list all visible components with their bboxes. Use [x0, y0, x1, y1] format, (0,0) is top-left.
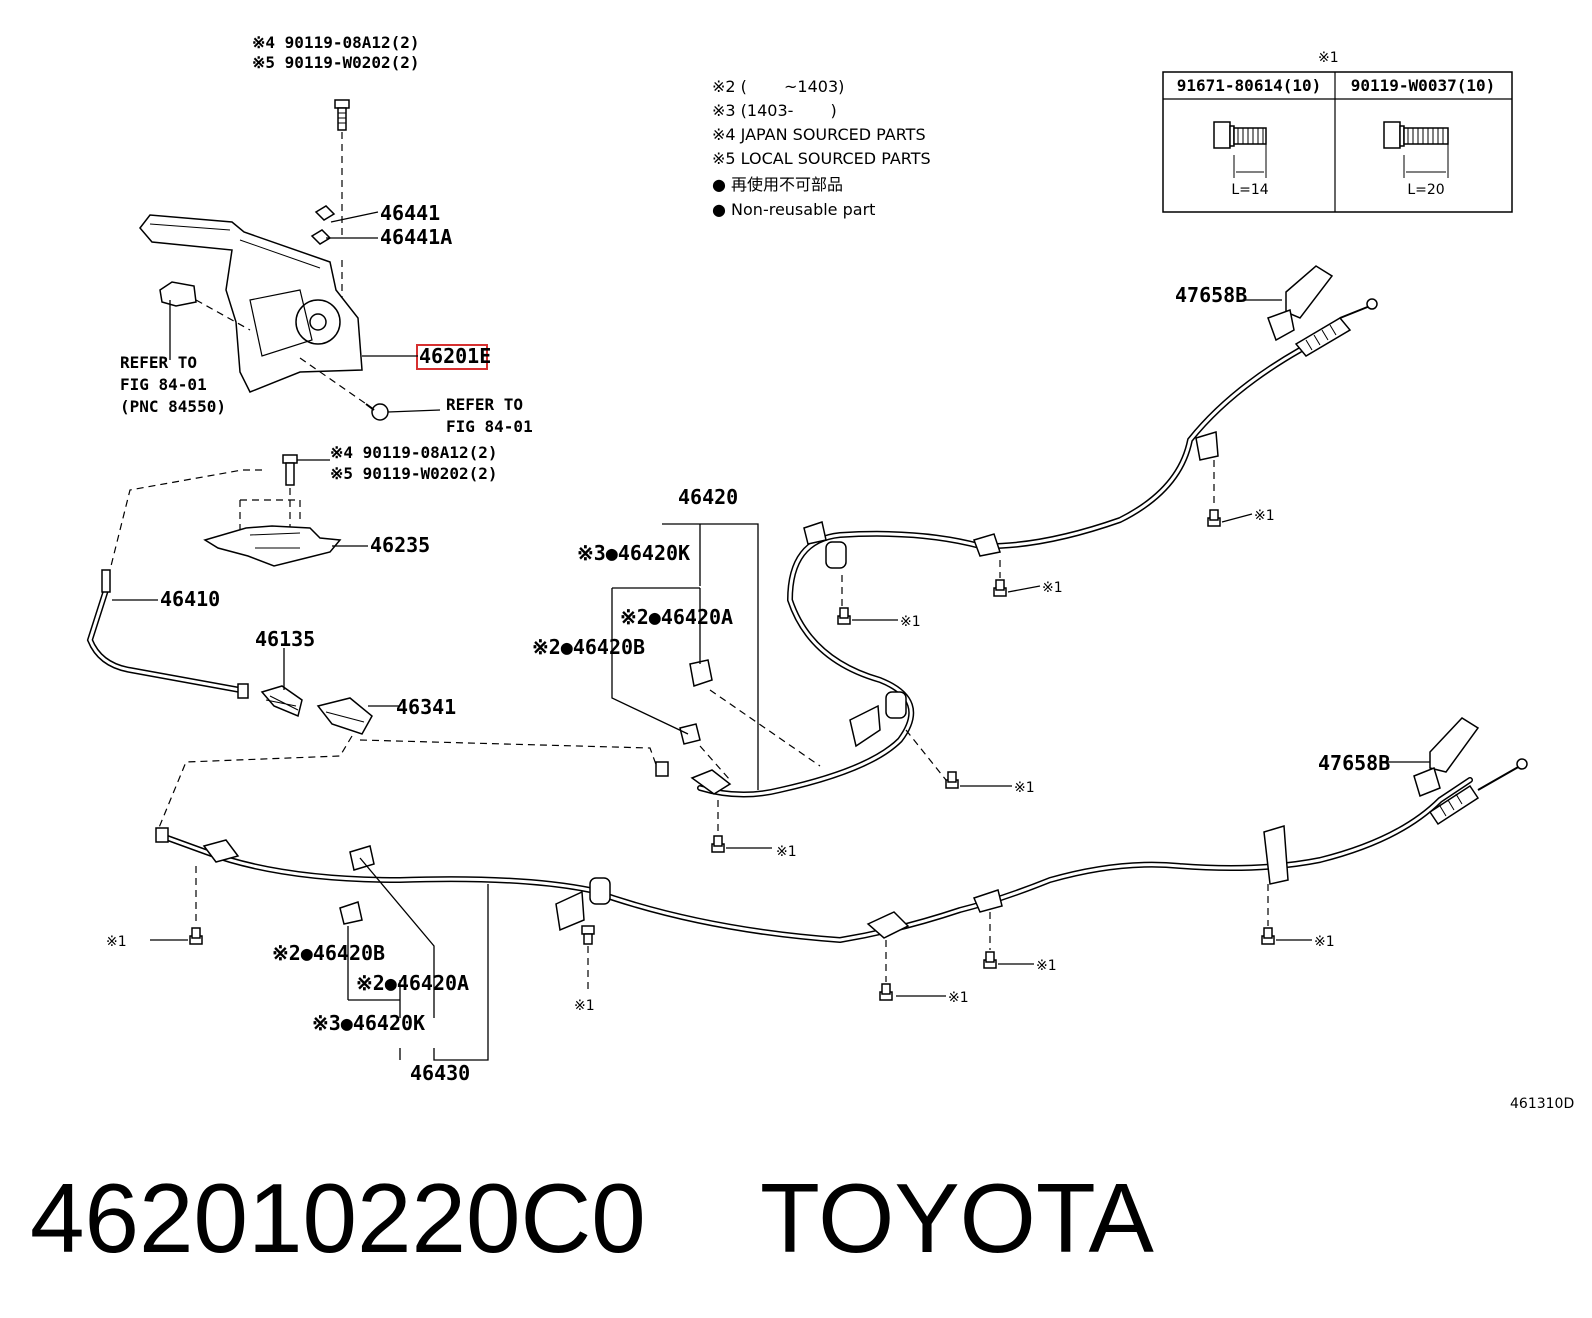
mark-b5: ※1: [1314, 934, 1335, 950]
mark-r1: ※1: [776, 844, 797, 860]
fastener-col2-length: L=20: [1407, 182, 1444, 198]
cable-shield-47658b-top: [1244, 265, 1334, 342]
label-46341: 46341: [396, 695, 456, 719]
rear-cable-46430: [155, 758, 1528, 944]
parking-brake-lever-assembly: [139, 99, 488, 421]
label-mid-bolt-5: ※5 90119-W0202(2): [330, 464, 498, 483]
mark-r5: ※1: [1014, 780, 1035, 796]
note-3: ※3 (1403- ): [712, 101, 837, 120]
label-top-bolt-5: ※5 90119-W0202(2): [252, 53, 420, 72]
mark-b3: ※1: [948, 990, 969, 1006]
bolt-icon: [189, 927, 203, 945]
label-refer1-a: REFER TO: [120, 353, 197, 372]
mark-r3: ※1: [1042, 580, 1063, 596]
mark-b2: ※1: [574, 998, 595, 1014]
highlight-box: [416, 344, 488, 370]
bolt-icon: [983, 951, 997, 969]
mark-r4: ※1: [1254, 508, 1275, 524]
cable-bolts-bottom: [150, 866, 1312, 1001]
label-46410: 46410: [160, 587, 220, 611]
flange-bolt-l20-icon: L=20: [1383, 121, 1449, 198]
mark-b4: ※1: [1036, 958, 1057, 974]
label-46420: 46420: [678, 485, 738, 509]
bolt-icon: [1207, 509, 1221, 527]
front-cable-46410: 46410: [86, 569, 249, 699]
note-5: ※5 LOCAL SOURCED PARTS: [712, 149, 931, 168]
label-46441: 46441: [380, 201, 440, 225]
cable-bolts-right: [711, 460, 1253, 853]
label-47658b-top: 47658B: [1175, 283, 1247, 307]
rear-cable-46420: [655, 298, 1378, 798]
lever-bracket-46235: 46235: [109, 454, 430, 571]
screw-icon: [365, 403, 389, 421]
cable-shield-47658b-bottom: 47658B: [1318, 717, 1480, 798]
label-46235: 46235: [370, 533, 430, 557]
label-top-bolt-4: ※4 90119-08A12(2): [252, 33, 420, 52]
fastener-table-mark: ※1: [1318, 50, 1339, 66]
mark-b1: ※1: [106, 934, 127, 950]
flange-bolt-l14-icon: L=14: [1213, 121, 1269, 198]
fastener-table: ※1 91671-80614(10) 90119-W0037(10) L=14 …: [1162, 50, 1513, 213]
labels-top-left: ※4 90119-08A12(2) ※5 90119-W0202(2) 4644…: [120, 33, 533, 483]
labels-bottom-cable: ※2●46420B ※2●46420A ※3●46420K 46430 ※1 ※…: [106, 934, 1574, 1112]
note-nonreusable-en: ● Non-reusable part: [712, 200, 875, 219]
fastener-col1-code: 91671-80614(10): [1177, 76, 1322, 95]
bolt-icon: [334, 99, 350, 131]
fastener-col2-code: 90119-W0037(10): [1351, 76, 1496, 95]
label-46135: 46135: [255, 627, 315, 651]
diagram-code: 461310D: [1510, 1096, 1574, 1112]
bolt-icon: [711, 835, 725, 853]
bolt-icon: [879, 983, 893, 1001]
notes-legend: ※2 ( ~1403) ※3 (1403- ) ※4 JAPAN SOURCED…: [712, 77, 931, 219]
label-46201e: 46201E: [419, 344, 491, 368]
note-4: ※4 JAPAN SOURCED PARTS: [712, 125, 926, 144]
note-2: ※2 ( ~1403): [712, 77, 844, 96]
label-refer2-a: REFER TO: [446, 395, 523, 414]
label-46441a: 46441A: [380, 225, 452, 249]
bolt-icon: [837, 607, 851, 625]
label-mid-bolt-4: ※4 90119-08A12(2): [330, 443, 498, 462]
label-r-46420b: ※2●46420B: [532, 635, 645, 659]
bolt-icon: [1261, 927, 1275, 945]
label-refer1-c: (PNC 84550): [120, 397, 226, 416]
fastener-col1-length: L=14: [1231, 182, 1268, 198]
label-l-46420a: ※2●46420A: [356, 971, 469, 995]
label-r-46420a: ※2●46420A: [620, 605, 733, 629]
label-r-46420k: ※3●46420K: [577, 541, 690, 565]
bolt-icon: [993, 579, 1007, 597]
footer-brand: TOYOTA: [760, 1163, 1155, 1273]
label-l-46420k: ※3●46420K: [312, 1011, 425, 1035]
mark-r2: ※1: [900, 614, 921, 630]
bolt-icon: [581, 925, 595, 945]
bolt-icon: [945, 771, 959, 789]
note-nonreusable-jp: ● 再使用不可部品: [712, 175, 843, 194]
label-47658b-bottom: 47658B: [1318, 751, 1390, 775]
labels-right-cable: 46420 ※3●46420K ※2●46420A ※2●46420B 4765…: [532, 283, 1275, 860]
label-refer2-b: FIG 84-01: [446, 417, 533, 436]
label-l-46420b: ※2●46420B: [272, 941, 385, 965]
label-46430: 46430: [410, 1061, 470, 1085]
label-refer1-b: FIG 84-01: [120, 375, 207, 394]
footer-part-number: 462010220C0: [30, 1163, 646, 1273]
